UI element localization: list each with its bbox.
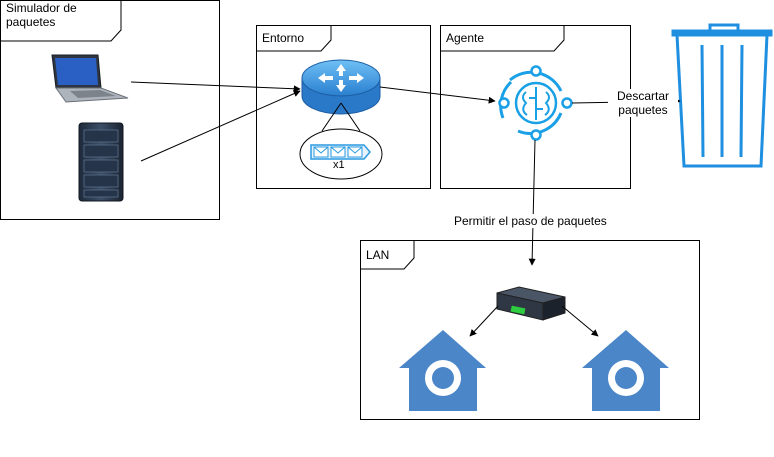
environment-container bbox=[256, 25, 431, 189]
agent-label: Agente bbox=[446, 31, 485, 45]
router-icon bbox=[301, 59, 381, 115]
simulator-label: Simulador de paquetes bbox=[6, 1, 77, 29]
router-to-agent-arrow bbox=[379, 86, 496, 104]
allow-label: Permitir el paso de paquetes bbox=[454, 214, 607, 228]
lan-label: LAN bbox=[366, 248, 390, 262]
envelope-queue-icon bbox=[310, 144, 371, 160]
server-icon bbox=[78, 122, 124, 202]
simulator-container bbox=[0, 0, 220, 220]
laptop-icon bbox=[51, 54, 129, 103]
environment-label: Entorno bbox=[262, 31, 305, 45]
switch-to-home-right-arrow bbox=[561, 305, 599, 337]
packet-queue-bubble bbox=[299, 102, 383, 180]
lan-container bbox=[360, 240, 700, 420]
trash-icon bbox=[671, 23, 773, 168]
agent-to-switch-arrow bbox=[528, 139, 536, 266]
connectors bbox=[130, 81, 681, 337]
queue-count: x1 bbox=[333, 159, 345, 171]
laptop-to-router-arrow bbox=[130, 81, 301, 93]
discard-label: Descartar paquetes bbox=[608, 89, 678, 117]
network-switch-icon bbox=[496, 286, 566, 321]
ai-brain-icon bbox=[498, 65, 573, 141]
home-icon bbox=[582, 330, 669, 411]
home-icon bbox=[399, 330, 486, 411]
switch-to-home-left-arrow bbox=[469, 305, 499, 337]
server-to-router-arrow bbox=[140, 90, 301, 162]
